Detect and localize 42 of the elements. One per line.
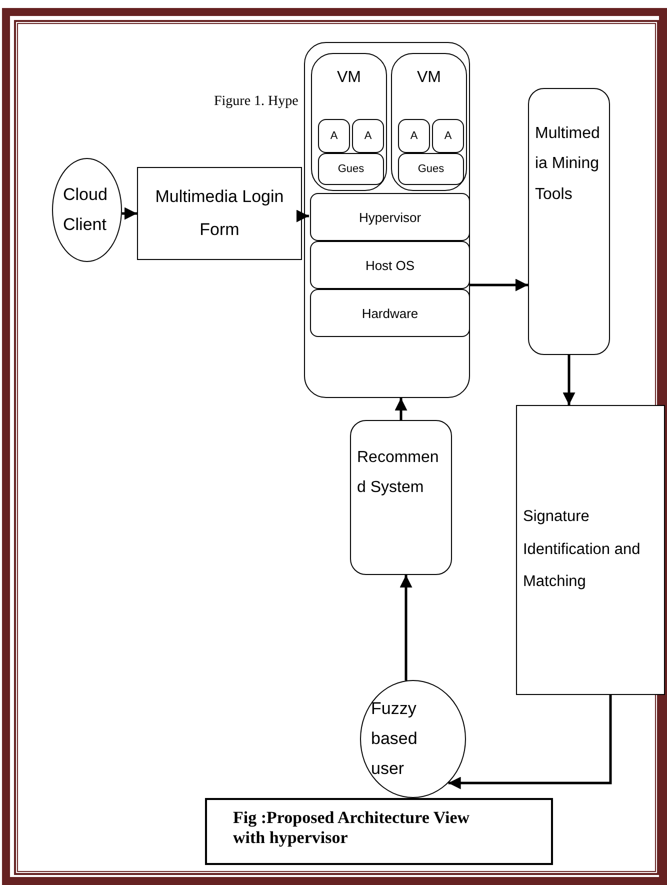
node-label: A (410, 130, 418, 142)
rounded-box (391, 53, 467, 191)
arrow (448, 695, 612, 790)
node-label: A (364, 130, 372, 142)
node-label: Gues (418, 164, 444, 174)
node-label: Gues (338, 164, 364, 174)
arrow (470, 278, 528, 292)
node-label: Cloud Client (63, 184, 108, 236)
node-label: Hypervisor (358, 210, 422, 224)
node-label: Hardware (362, 306, 418, 320)
component-box (398, 153, 464, 185)
arrow (296, 210, 309, 222)
node-label: Recommen d System (357, 448, 440, 498)
node-label: VM (417, 68, 441, 88)
node-label: A (444, 130, 452, 142)
node-label: A (330, 130, 338, 142)
node-label: Multimed ia Mining Tools (535, 124, 601, 205)
component-box (318, 119, 350, 153)
layer-box (310, 289, 470, 337)
node-label: VM (337, 68, 361, 88)
rounded-box (350, 420, 452, 575)
component-box (352, 119, 384, 153)
rounded-box (528, 88, 610, 355)
process-box (137, 167, 302, 260)
component-box (432, 119, 464, 153)
node-label: Signature Identification and Matching (523, 507, 642, 592)
arrow (122, 207, 137, 220)
component-box (398, 119, 430, 153)
rounded-box (311, 53, 387, 191)
arrow (394, 398, 408, 420)
node-label: Host OS (365, 258, 415, 272)
process-box (516, 405, 665, 695)
node-label: Fuzzy based user (371, 698, 418, 780)
node-label: Multimedia Login Form (154, 186, 285, 240)
component-box (318, 153, 384, 185)
caption: Fig :Proposed Architecture View with hypervisor (205, 798, 553, 865)
layer-box (310, 193, 470, 241)
rounded-box (304, 42, 470, 398)
arrow (400, 575, 412, 681)
arrow (562, 355, 576, 405)
figure-label: Figure 1. Hype (214, 94, 298, 110)
layer-box (310, 241, 470, 289)
